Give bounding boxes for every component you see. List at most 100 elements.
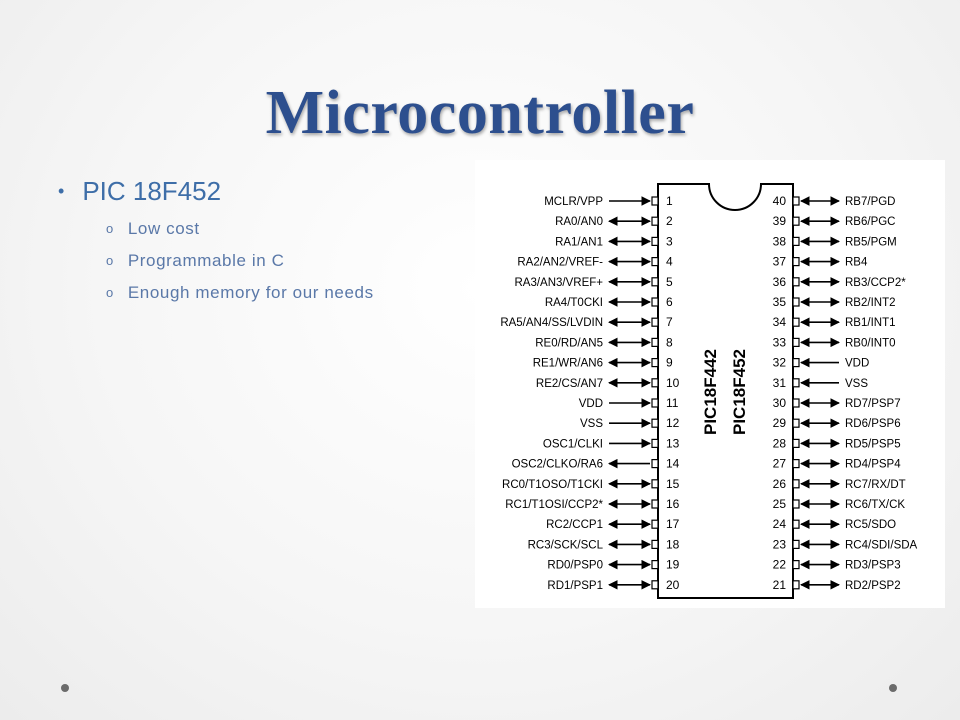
- pin-number-left: 7: [666, 315, 673, 329]
- pin-pad-left: [651, 277, 659, 287]
- pin-number-right: 22: [773, 558, 787, 572]
- pin-label-right: RB6/PGC: [845, 216, 896, 228]
- pin-number-left: 6: [666, 295, 673, 309]
- pin-pad-right: [792, 337, 800, 347]
- pin-number-left: 2: [666, 214, 673, 228]
- pin-pad-left: [651, 236, 659, 247]
- pin-label-right: RB1/INT1: [845, 317, 896, 329]
- pin-label-left: RA4/T0CKI: [545, 297, 603, 309]
- pin-number-left: 18: [666, 537, 680, 551]
- pin-pad-right: [792, 438, 800, 448]
- pin-pad-right: [792, 256, 800, 267]
- pin-label-right: RD3/PSP3: [845, 560, 901, 572]
- pin-label-left: MCLR/VPP: [544, 196, 603, 208]
- pin-pad-right: [792, 196, 800, 206]
- pin-pad-left: [651, 398, 659, 408]
- pin-label-left: OSC2/CLKO/RA6: [512, 459, 603, 471]
- pin-number-right: 28: [773, 436, 787, 450]
- pin-label-left: RC3/SCK/SCL: [528, 539, 604, 551]
- corner-dot-left: [61, 684, 69, 692]
- pin-label-right: RB4: [845, 257, 868, 269]
- pin-pad-left: [651, 297, 659, 307]
- pin-label-left: VDD: [579, 398, 603, 410]
- pin-number-right: 29: [773, 416, 787, 430]
- pin-number-right: 35: [773, 295, 787, 309]
- pin-number-right: 24: [773, 517, 787, 531]
- pin-number-right: 38: [773, 234, 787, 248]
- pin-pad-left: [651, 519, 659, 529]
- pin-number-left: 14: [666, 457, 680, 471]
- pin-number-left: 13: [666, 436, 680, 450]
- pin-pad-left: [651, 256, 659, 267]
- pin-pad-right: [792, 459, 800, 469]
- pin-number-right: 33: [773, 335, 787, 349]
- pin-number-right: 27: [773, 457, 787, 471]
- pin-number-left: 19: [666, 558, 680, 572]
- pin-pad-right: [792, 539, 800, 549]
- pin-label-right: RC4/SDI/SDA: [845, 539, 918, 551]
- pin-pad-left: [651, 539, 659, 549]
- pin-label-left: RA0/AN0: [555, 216, 603, 228]
- pin-number-right: 31: [773, 376, 787, 390]
- pin-label-right: RD4/PSP4: [845, 459, 901, 471]
- pin-number-left: 1: [666, 194, 673, 208]
- pin-number-right: 34: [773, 315, 787, 329]
- pin-pad-right: [792, 560, 800, 570]
- pin-pad-right: [792, 499, 800, 509]
- pin-pad-left: [651, 560, 659, 570]
- pin-number-left: 15: [666, 477, 680, 491]
- pin-pad-right: [792, 479, 800, 489]
- pin-pad-right: [792, 378, 800, 388]
- sub-bullet-icon: o: [106, 285, 114, 300]
- corner-dot-right: [889, 684, 897, 692]
- pin-pad-right: [792, 216, 800, 226]
- sub-bullet-text: Programmable in C: [127, 251, 285, 270]
- pin-pad-left: [651, 358, 659, 368]
- pin-label-left: OSC1/CLKI: [543, 438, 603, 450]
- pin-label-right: RC5/SDO: [845, 519, 896, 531]
- pin-number-left: 11: [666, 396, 679, 410]
- pin-number-left: 12: [666, 416, 680, 430]
- pin-pad-right: [792, 297, 800, 307]
- sub-bullet-text: Enough memory for our needs: [127, 283, 374, 302]
- pin-number-right: 21: [773, 578, 787, 592]
- pin-number-right: 40: [773, 194, 787, 208]
- chip-name-452: PIC18F452: [730, 349, 749, 435]
- pin-label-right: RD2/PSP2: [845, 580, 901, 592]
- pin-label-right: RD7/PSP7: [845, 398, 901, 410]
- slide-title: Microcontroller: [265, 79, 695, 147]
- pin-label-right: RB3/CCP2*: [845, 277, 906, 289]
- pin-pad-left: [651, 317, 659, 327]
- bullet-icon: •: [58, 181, 65, 201]
- pin-number-left: 20: [666, 578, 680, 592]
- pin-label-left: RC1/T1OSI/CCP2*: [505, 499, 603, 511]
- pin-number-right: 39: [773, 214, 787, 228]
- sub-bullet-memory: o Enough memory for our needs: [106, 283, 374, 303]
- pin-label-left: RA1/AN1: [555, 236, 603, 248]
- pin-number-right: 23: [773, 537, 787, 551]
- chip-body: [657, 183, 794, 599]
- pin-label-left: RE0/RD/AN5: [535, 337, 603, 349]
- pin-pad-right: [792, 317, 800, 327]
- pin-pad-right: [792, 277, 800, 287]
- pin-label-left: RA3/AN3/VREF+: [514, 277, 603, 289]
- pin-label-left: RA2/AN2/VREF-: [517, 257, 603, 269]
- pin-label-right: RD5/PSP5: [845, 438, 901, 450]
- pin-label-left: RE1/WR/AN6: [533, 358, 603, 370]
- pin-pad-left: [651, 580, 659, 590]
- pin-label-right: RC6/TX/CK: [845, 499, 905, 511]
- bullet-pic-18f452: •PIC 18F452: [58, 176, 221, 207]
- pin-number-left: 3: [666, 234, 673, 248]
- pin-label-left: RD1/PSP1: [547, 580, 603, 592]
- pin-number-left: 5: [666, 275, 673, 289]
- pin-number-left: 9: [666, 356, 673, 370]
- pin-number-left: 10: [666, 376, 680, 390]
- pin-label-right: RB5/PGM: [845, 236, 897, 248]
- pin-number-right: 25: [773, 497, 787, 511]
- pin-pad-left: [651, 479, 659, 489]
